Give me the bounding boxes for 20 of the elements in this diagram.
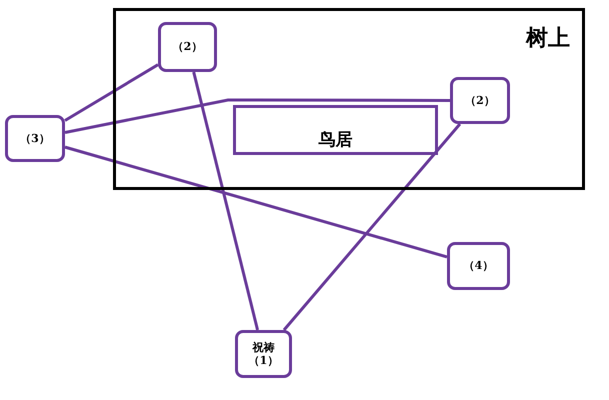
- connector-line: [282, 123, 462, 331]
- node-label: （1）: [248, 354, 278, 368]
- node-label: （4）: [464, 259, 494, 273]
- region-frame: [113, 8, 585, 190]
- connector-line: [64, 146, 448, 258]
- node-label: 祝祷: [252, 340, 274, 354]
- node-label: （3）: [20, 132, 50, 146]
- node-label: （2）: [465, 94, 495, 108]
- node-box: [450, 77, 510, 124]
- connector-line: [64, 63, 159, 122]
- node-box: [158, 22, 217, 72]
- node-box: [447, 242, 510, 290]
- node-label: （2）: [172, 40, 202, 54]
- node-box: [235, 330, 292, 378]
- node-label: 鸟居: [318, 130, 352, 150]
- connector-line: [64, 98, 450, 134]
- node-box: [5, 115, 65, 162]
- region-title: 树上: [526, 25, 570, 52]
- connector-line: [192, 72, 260, 330]
- process-box: [233, 105, 438, 155]
